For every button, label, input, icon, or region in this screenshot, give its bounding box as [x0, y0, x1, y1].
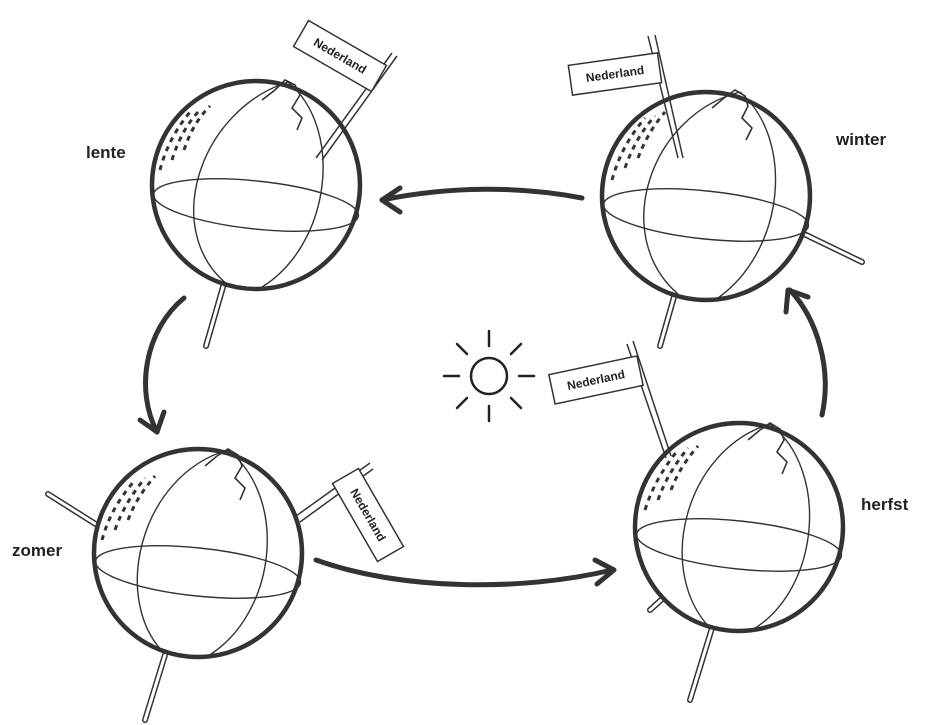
cycle-arrow-zomer-to-herfst — [316, 560, 614, 585]
season-label-winter: winter — [835, 130, 886, 149]
cycle-arrow-winter-to-lente — [382, 188, 582, 212]
sun-icon — [444, 331, 534, 421]
globe-herfst — [634, 423, 844, 700]
globe-winter — [601, 90, 862, 346]
season-label-zomer: zomer — [12, 541, 62, 560]
season-label-herfst: herfst — [861, 495, 909, 514]
flag-zomer: Nederland — [296, 463, 403, 561]
cycle-arrow-lente-to-zomer — [140, 298, 184, 432]
season-label-lente: lente — [86, 143, 126, 162]
flag-herfst: Nederland — [549, 341, 671, 458]
cycle-arrow-herfst-to-winter — [786, 290, 825, 415]
globe-lente — [151, 80, 361, 346]
globe-zomer — [48, 449, 303, 720]
